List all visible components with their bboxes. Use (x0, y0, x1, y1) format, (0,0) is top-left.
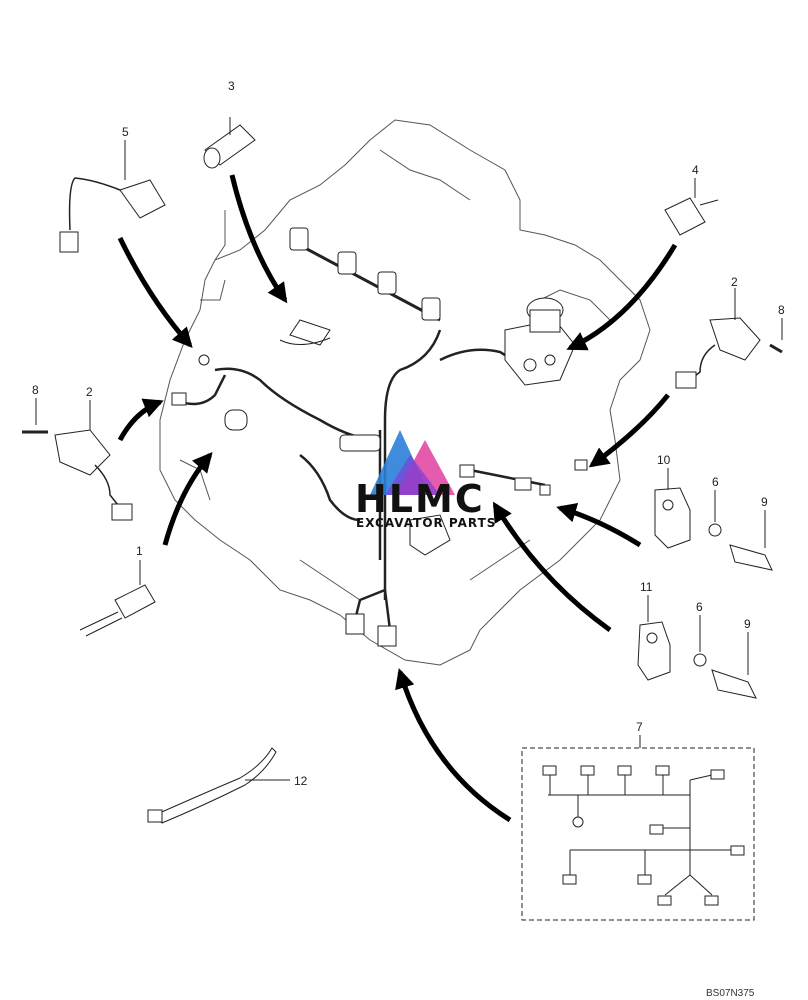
part-2-speed-sensor-right (675, 288, 783, 389)
part-4-sensor (664, 178, 719, 236)
pointer-arrows (117, 174, 678, 823)
injector-rail (279, 227, 441, 346)
callout-12-label: 12 (294, 774, 308, 788)
callout-2-label: 2 (731, 275, 738, 289)
part-3-pressure-sensor (203, 117, 256, 169)
watermark-main-text: HLMC (355, 477, 485, 521)
callout-5-label: 5 (122, 125, 129, 139)
callout-10-label: 10 (657, 453, 671, 467)
callout-6-label: 6 (696, 600, 703, 614)
callout-9-label: 9 (761, 495, 768, 509)
callout-11-label: 11 (640, 580, 653, 594)
callout-8-label: 8 (32, 383, 39, 397)
part-1-switch (79, 560, 156, 637)
fuel-pump-assembly (504, 297, 576, 386)
wiring-harness (174, 329, 546, 631)
watermark-logo: HLMC EXCAVATOR PARTS (355, 430, 496, 530)
callout-9-label: 9 (744, 617, 751, 631)
part-5-temp-sensor (59, 140, 166, 253)
callout-7-label: 7 (636, 720, 643, 734)
callout-1-label: 1 (136, 544, 143, 558)
callout-3-label: 3 (228, 79, 235, 93)
watermark-sub-text: EXCAVATOR PARTS (356, 516, 496, 530)
part-12-cable-tie (147, 747, 290, 824)
engine-block-outline (159, 119, 651, 666)
callout-6-label: 6 (712, 475, 719, 489)
drawing-reference-code: BS07N375 (706, 988, 755, 999)
callout-8-label: 8 (778, 303, 785, 317)
callout-4-label: 4 (692, 163, 699, 177)
part-2-speed-sensor-left (22, 398, 133, 521)
bracket-hardware (637, 468, 773, 699)
part-7-harness-schematic (521, 735, 755, 921)
callout-2-label: 2 (86, 385, 93, 399)
harness-connectors (171, 354, 588, 647)
